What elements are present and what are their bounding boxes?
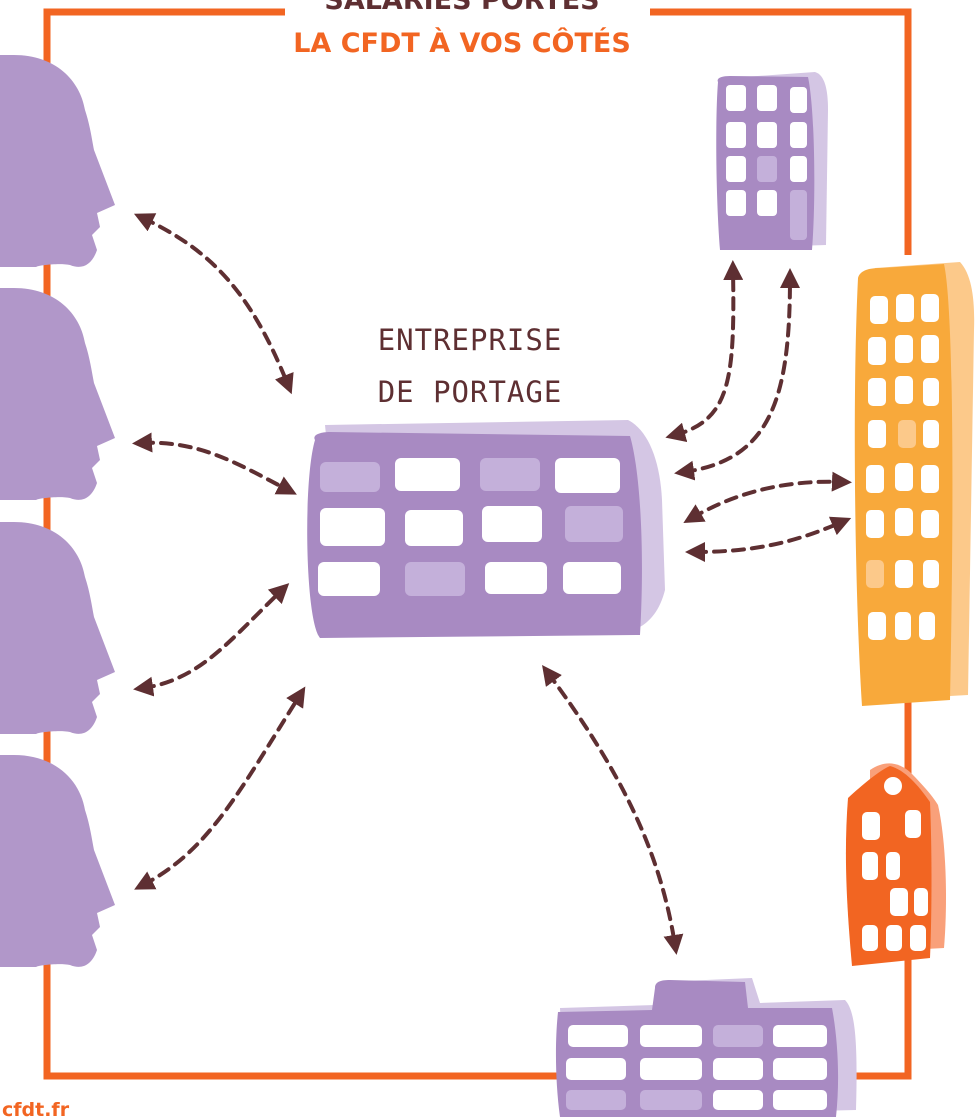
title-line2: LA CFDT À VOS CÔTÉS xyxy=(293,27,631,59)
arrow-low-building xyxy=(542,664,684,955)
small-building-icon xyxy=(716,72,828,250)
person-profile-icon xyxy=(0,55,115,267)
arrow-person1 xyxy=(133,213,294,395)
arrow-person3 xyxy=(133,583,290,697)
arrows xyxy=(132,213,852,955)
center-label-line2: DE PORTAGE xyxy=(378,375,563,409)
person-profile-icon xyxy=(0,755,115,967)
footer-site: cfdt.fr xyxy=(2,1099,70,1117)
arrow-orange-building-2 xyxy=(685,516,852,562)
tall-orange-building-icon xyxy=(854,262,975,706)
title-line1: SALARIÉS PORTÉS xyxy=(324,0,599,16)
portage-company-building-icon xyxy=(307,420,665,638)
low-building-icon xyxy=(555,978,857,1117)
arrow-small-building-1 xyxy=(665,260,744,443)
arrow-orange-building-1 xyxy=(683,471,852,524)
person-profile-icon xyxy=(0,288,115,500)
arrow-person2 xyxy=(132,432,297,495)
person-profile-icon xyxy=(0,522,115,734)
arrow-small-building-2 xyxy=(674,268,800,481)
center-label-line1: ENTREPRISE xyxy=(378,323,563,357)
red-house-icon xyxy=(845,763,946,966)
arrow-person4 xyxy=(134,686,306,890)
